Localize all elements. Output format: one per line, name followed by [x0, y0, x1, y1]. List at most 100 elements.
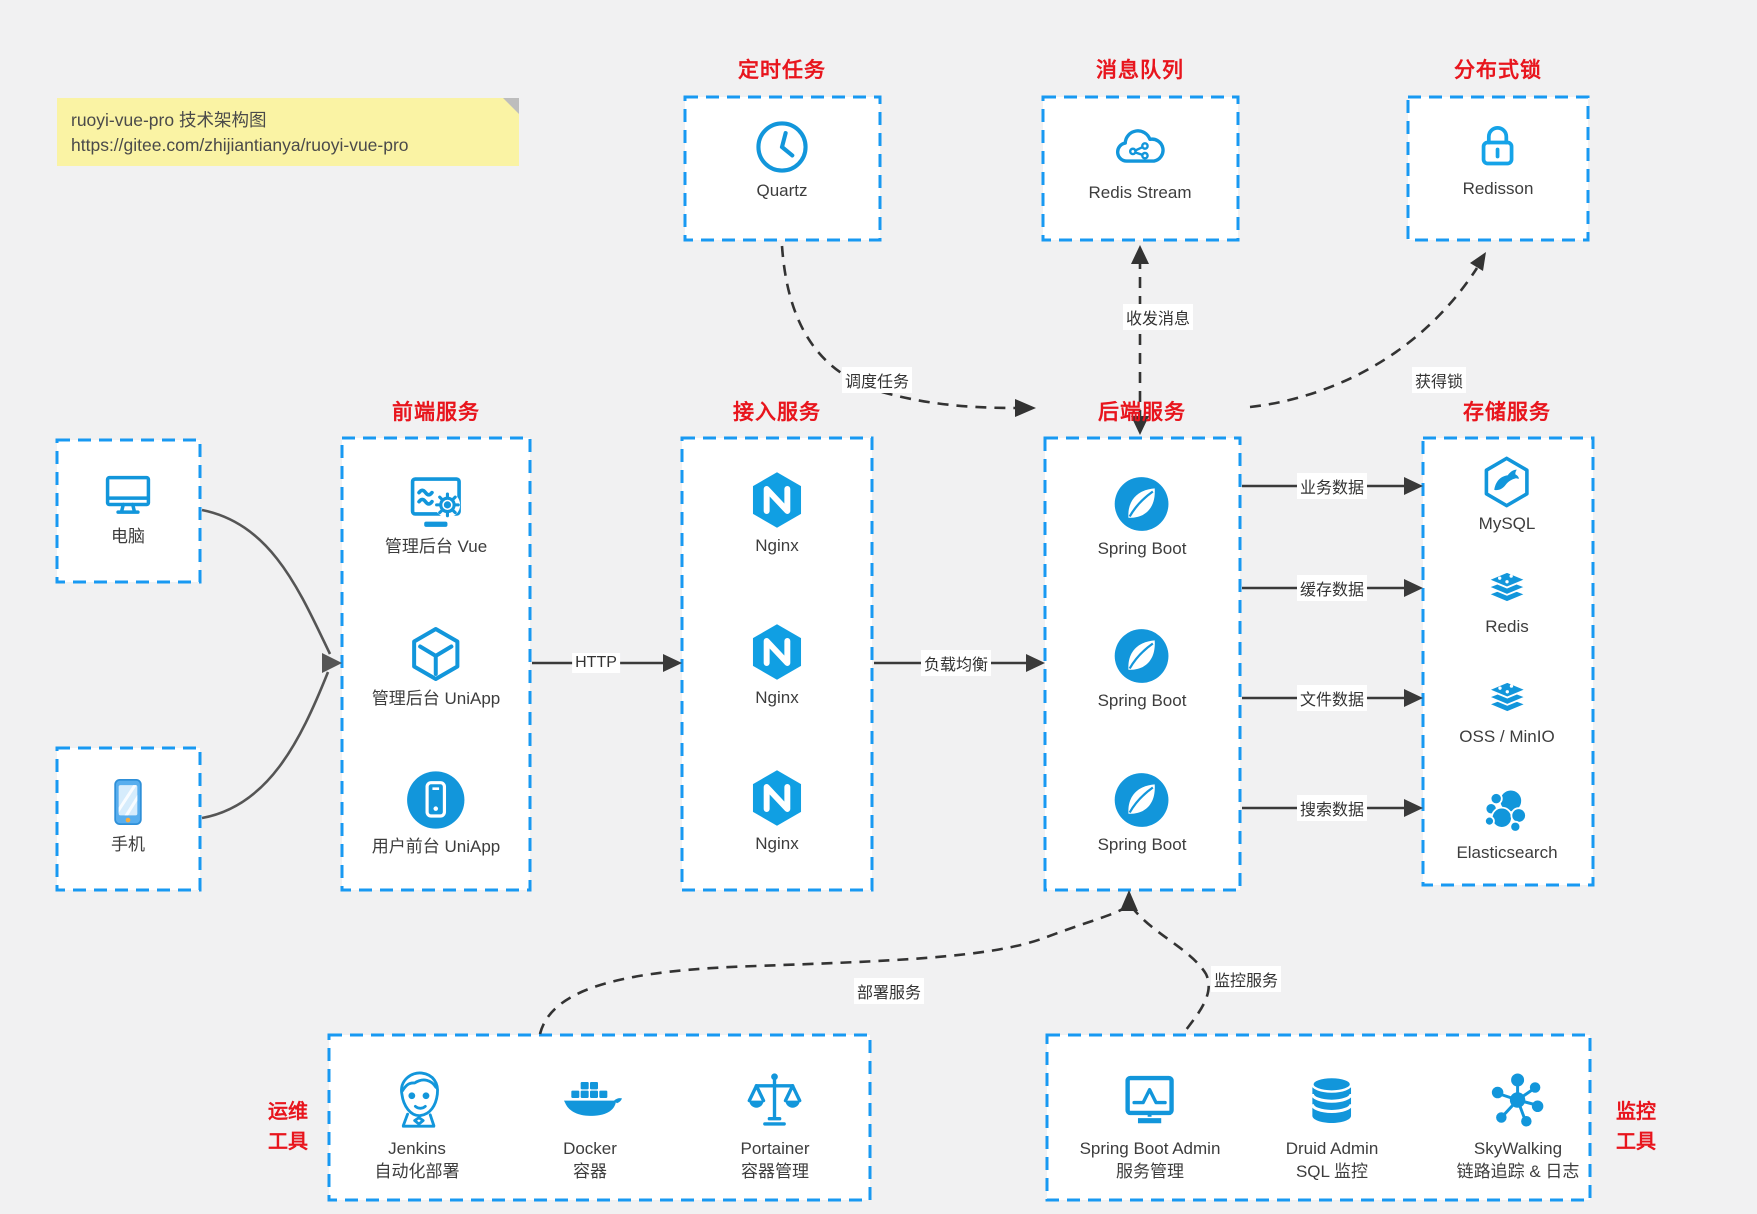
docker-icon: [558, 1068, 622, 1132]
edge-label-biz: 业务数据: [1296, 473, 1368, 499]
edge-acquire-lock: [1249, 267, 1479, 409]
edge-label-load: 负载均衡: [920, 650, 992, 676]
clock-icon: [753, 118, 811, 176]
node-label: Druid Admin: [1285, 1139, 1379, 1158]
nginx-icon: [746, 621, 808, 683]
node-pc: 电脑: [100, 466, 156, 548]
quartz-box: [683, 95, 882, 242]
node-label: Spring Boot: [1097, 539, 1187, 558]
redis-stack-icon: [1482, 672, 1532, 722]
elasticsearch-icon: [1480, 784, 1534, 838]
node-sublabel: 服务管理: [1116, 1162, 1184, 1181]
desktop-icon: [100, 466, 156, 522]
node-label: Nginx: [755, 688, 799, 707]
druid-icon: [1303, 1071, 1361, 1129]
nginx-icon: [746, 469, 808, 531]
node-label: Redisson: [1462, 179, 1534, 198]
edge-label-deploy: 部署服务: [853, 978, 925, 1004]
node-user-uniapp: 用户前台 UniApp: [372, 768, 500, 858]
group-title-storage: 存储服务: [1463, 401, 1551, 424]
node-label: Spring Boot Admin: [1079, 1139, 1221, 1158]
node-sublabel: SQL 监控: [1295, 1162, 1369, 1181]
node-springboot-2: Spring Boot: [1097, 626, 1187, 712]
spring-icon: [1112, 626, 1172, 686]
group-title-monitor-tools: 监控 工具: [1616, 1101, 1656, 1153]
node-spring-boot-admin: Spring Boot Admin 服务管理: [1079, 1066, 1221, 1183]
node-jenkins: Jenkins 自动化部署: [375, 1066, 460, 1183]
node-label: Quartz: [756, 181, 808, 200]
node-springboot-1: Spring Boot: [1097, 474, 1187, 560]
mysql-icon: [1480, 455, 1534, 509]
edge-deploy: [538, 904, 1128, 1035]
spring-icon: [1112, 770, 1172, 830]
nginx-icon: [746, 767, 808, 829]
note-url: https://gitee.com/zhijiantianya/ruoyi-vu…: [71, 135, 409, 155]
node-label: Nginx: [755, 536, 799, 555]
node-portainer: Portainer 容器管理: [740, 1066, 810, 1183]
solid-arrowheads: [322, 477, 1423, 817]
node-label: Jenkins: [388, 1139, 446, 1158]
node-druid-admin: Druid Admin SQL 监控: [1285, 1066, 1379, 1183]
node-sublabel: 链路追踪 & 日志: [1456, 1162, 1580, 1181]
sticky-note: ruoyi-vue-pro 技术架构图 https://gitee.com/zh…: [57, 98, 519, 166]
node-label: Elasticsearch: [1456, 843, 1558, 862]
node-sublabel: 容器管理: [740, 1162, 809, 1181]
cube-icon: [406, 624, 466, 684]
jenkins-icon: [383, 1066, 451, 1134]
edge-label-monitor: 监控服务: [1210, 966, 1282, 992]
node-admin-vue: 管理后台 Vue: [385, 470, 487, 558]
node-redis-stream: Redis Stream: [1088, 120, 1192, 204]
edge-label-http: HTTP: [572, 653, 620, 673]
edge-label-file: 文件数据: [1296, 685, 1368, 711]
node-sublabel: 容器: [573, 1162, 607, 1181]
group-title-ops-tools: 运维 工具: [268, 1101, 308, 1153]
node-label: Redis: [1485, 617, 1529, 636]
edge-schedule-task: [780, 245, 1017, 410]
node-oss-minio: OSS / MinIO: [1459, 672, 1555, 748]
node-nginx-2: Nginx: [746, 621, 808, 709]
client-edges: [201, 508, 332, 820]
node-mysql: MySQL: [1478, 455, 1536, 535]
lock-icon: [1470, 118, 1526, 174]
node-redisson: Redisson: [1462, 118, 1534, 200]
group-title-scheduled-task: 定时任务: [738, 59, 826, 82]
note-title: ruoyi-vue-pro 技术架构图: [71, 110, 267, 130]
edge-label-message: 收发消息: [1122, 304, 1194, 330]
node-label: SkyWalking: [1473, 1139, 1563, 1158]
node-sublabel: 自动化部署: [374, 1162, 460, 1181]
node-label: 手机: [111, 835, 145, 854]
node-label: Nginx: [755, 834, 799, 853]
app-circle-icon: [404, 768, 468, 832]
node-label: OSS / MinIO: [1459, 727, 1555, 746]
node-label: Portainer: [740, 1139, 810, 1158]
node-quartz: Quartz: [753, 118, 811, 202]
node-label: MySQL: [1478, 514, 1536, 533]
node-label: Spring Boot: [1097, 691, 1187, 710]
node-nginx-1: Nginx: [746, 469, 808, 557]
node-label: 管理后台 Vue: [384, 537, 488, 556]
skywalking-icon: [1488, 1070, 1548, 1130]
node-springboot-3: Spring Boot: [1098, 770, 1186, 856]
solid-edges: [532, 484, 1405, 810]
node-skywalking: SkyWalking 链路追踪 & 日志: [1456, 1066, 1580, 1183]
edge-label-schedule: 调度任务: [841, 367, 913, 393]
edge-label-lock: 获得锁: [1411, 367, 1467, 393]
node-label: 电脑: [111, 527, 145, 546]
phone-icon: [100, 774, 156, 830]
node-docker: Docker 容器: [558, 1066, 622, 1183]
spring-boot-admin-icon: [1119, 1069, 1181, 1131]
admin-vue-icon: [405, 470, 467, 532]
node-label: Redis Stream: [1088, 183, 1192, 202]
cloud-network-icon: [1111, 120, 1169, 178]
node-redis: Redis: [1482, 562, 1532, 638]
group-title-frontend: 前端服务: [392, 401, 480, 424]
node-label: Docker: [563, 1139, 617, 1158]
group-title-access: 接入服务: [733, 401, 821, 424]
group-title-distributed-lock: 分布式锁: [1454, 59, 1542, 82]
node-nginx-3: Nginx: [746, 767, 808, 855]
group-title-message-queue: 消息队列: [1096, 59, 1184, 82]
dashed-arrowheads: [1015, 245, 1486, 911]
redis-stack-icon: [1482, 562, 1532, 612]
node-label: 用户前台 UniApp: [371, 837, 501, 856]
